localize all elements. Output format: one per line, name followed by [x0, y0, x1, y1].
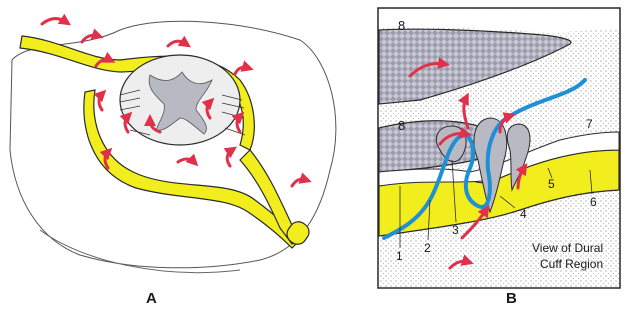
label-1: 1	[396, 249, 403, 263]
label-7: 7	[586, 117, 593, 131]
label-6: 6	[590, 195, 597, 209]
flow-arrow	[42, 19, 66, 25]
label-8-top: 8	[398, 18, 405, 33]
label-3: 3	[452, 223, 459, 237]
label-5: 5	[548, 177, 555, 191]
label-2: 2	[424, 241, 431, 255]
caption-line-1: View of Dural	[532, 241, 603, 255]
label-8-lower: 8	[398, 118, 405, 133]
label-4: 4	[520, 207, 527, 221]
panel-a-label: A	[146, 290, 157, 307]
panel-b: 8 8 7 1 2 3 4 5 6 View of Dural Cuff Reg…	[378, 8, 620, 288]
caption-line-2: Cuff Region	[540, 257, 603, 271]
panel-a	[10, 19, 336, 273]
panel-b-label: B	[506, 290, 517, 307]
